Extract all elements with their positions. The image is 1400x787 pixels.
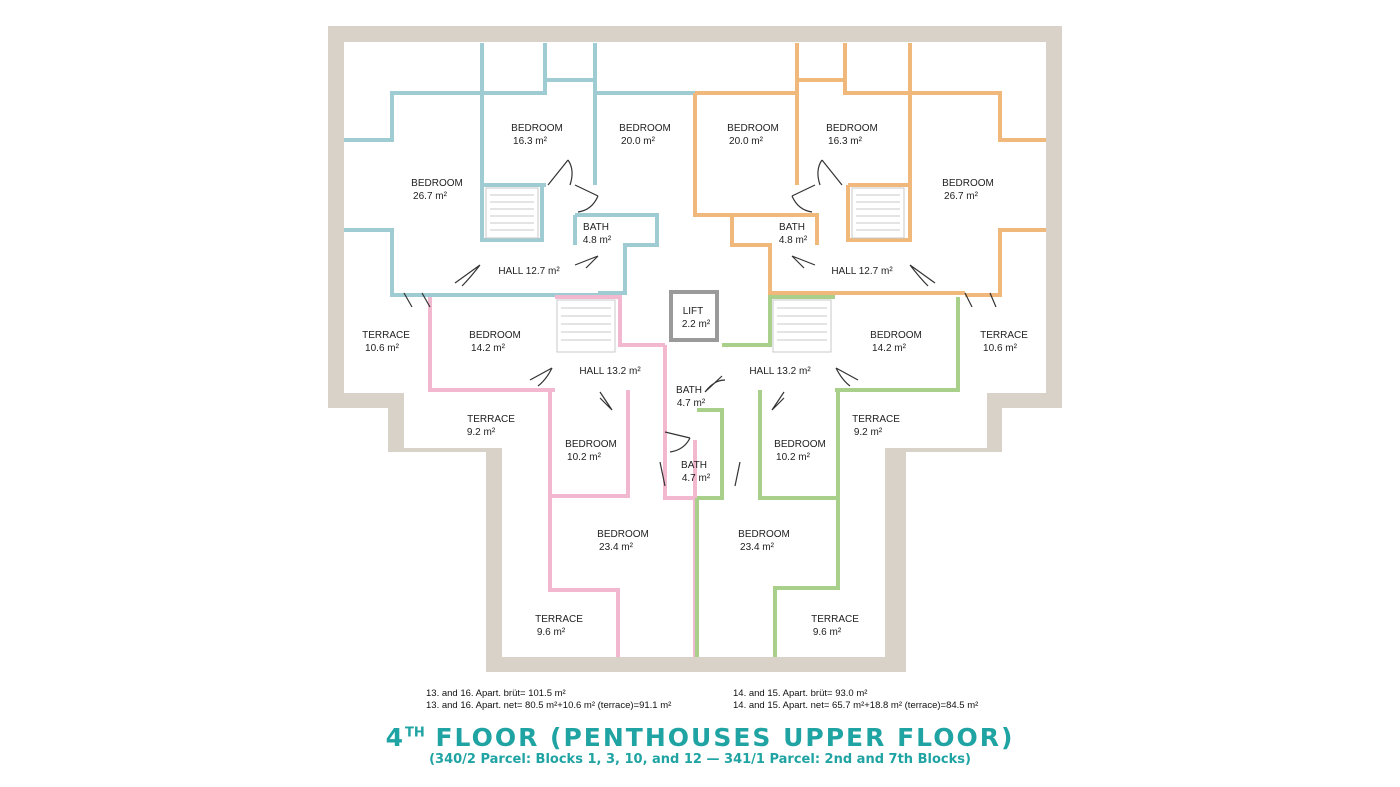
- stats-right-line2: 14. and 15. Apart. net= 65.7 m²+18.8 m² …: [733, 700, 979, 711]
- bed-ml-area: 14.2 m²: [471, 343, 506, 354]
- bath-c2-name: BATH: [681, 460, 707, 471]
- lift-shaft: [669, 290, 719, 342]
- bed-tr-mid-area: 16.3 m²: [828, 136, 863, 147]
- bed-sl-area: 10.2 m²: [567, 452, 602, 463]
- bed-tr-large-name: BEDROOM: [942, 178, 994, 189]
- page-subtitle: (340/2 Parcel: Blocks 1, 3, 10, and 12 —…: [429, 752, 971, 767]
- terrace-mr-area: 9.2 m²: [854, 427, 883, 438]
- bed-bl-area: 23.4 m²: [599, 542, 634, 553]
- title-sup: TH: [405, 725, 425, 741]
- door-swings: [403, 159, 997, 487]
- hall-ml-name: HALL 13.2 m²: [579, 366, 641, 377]
- bed-sl-name: BEDROOM: [565, 439, 617, 450]
- hall-tr-name: HALL 12.7 m²: [831, 266, 893, 277]
- bed-tl-mid-name: BEDROOM: [511, 123, 563, 134]
- page-title: 4TH FLOOR (PENTHOUSES UPPER FLOOR): [0, 723, 1400, 752]
- bed-tl-mid-area: 16.3 m²: [513, 136, 548, 147]
- bath-tr-area: 4.8 m²: [779, 235, 808, 246]
- bath-tl-area: 4.8 m²: [583, 235, 612, 246]
- stats-left-line1: 13. and 16. Apart. brüt= 101.5 m²: [426, 688, 566, 699]
- stats-left-line2: 13. and 16. Apart. net= 80.5 m²+10.6 m² …: [426, 700, 672, 711]
- bed-br-name: BEDROOM: [738, 529, 790, 540]
- bed-sr-name: BEDROOM: [774, 439, 826, 450]
- stats-right-line1: 14. and 15. Apart. brüt= 93.0 m²: [733, 688, 868, 699]
- terrace-l-name: TERRACE: [362, 330, 410, 341]
- terrace-l-area: 10.6 m²: [365, 343, 400, 354]
- bed-tr-inner-area: 20.0 m²: [729, 136, 764, 147]
- stats-left: 13. and 16. Apart. brüt= 101.5 m² 13. an…: [426, 688, 671, 712]
- terrace-bl-area: 9.6 m²: [537, 627, 566, 638]
- title-prefix: 4: [385, 723, 406, 752]
- terrace-br-area: 9.6 m²: [813, 627, 842, 638]
- lift-area: 2.2 m²: [682, 319, 711, 330]
- terrace-r-name: TERRACE: [980, 330, 1028, 341]
- hall-tl-name: HALL 12.7 m²: [498, 266, 560, 277]
- bed-tl-large-name: BEDROOM: [411, 178, 463, 189]
- room-labels: BEDROOM 26.7 m² BEDROOM 16.3 m² BEDROOM …: [362, 123, 1028, 638]
- bath-tr-name: BATH: [779, 222, 805, 233]
- bed-tl-inner-area: 20.0 m²: [621, 136, 656, 147]
- terrace-ml-name: TERRACE: [467, 414, 515, 425]
- terrace-r-area: 10.6 m²: [983, 343, 1018, 354]
- bed-tl-large-area: 26.7 m²: [413, 191, 448, 202]
- title-rest: FLOOR (PENTHOUSES UPPER FLOOR): [424, 723, 1015, 752]
- bed-ml-name: BEDROOM: [469, 330, 521, 341]
- bed-tr-mid-name: BEDROOM: [826, 123, 878, 134]
- unit-16-walls: [693, 43, 1046, 297]
- unit-13-walls: [344, 43, 695, 297]
- bath-tl-name: BATH: [583, 222, 609, 233]
- bed-mr-area: 14.2 m²: [872, 343, 907, 354]
- terrace-bl-name: TERRACE: [535, 614, 583, 625]
- lift-name: LIFT: [683, 306, 704, 317]
- terrace-mr-name: TERRACE: [852, 414, 900, 425]
- terrace-br-name: TERRACE: [811, 614, 859, 625]
- bed-tl-inner-name: BEDROOM: [619, 123, 671, 134]
- bed-br-area: 23.4 m²: [740, 542, 775, 553]
- bed-tr-large-area: 26.7 m²: [944, 191, 979, 202]
- bath-c1-name: BATH: [676, 385, 702, 396]
- terrace-ml-area: 9.2 m²: [467, 427, 496, 438]
- bed-sr-area: 10.2 m²: [776, 452, 811, 463]
- bath-c1-area: 4.7 m²: [677, 398, 706, 409]
- stats-right: 14. and 15. Apart. brüt= 93.0 m² 14. and…: [733, 688, 978, 712]
- bed-bl-name: BEDROOM: [597, 529, 649, 540]
- bed-mr-name: BEDROOM: [870, 330, 922, 341]
- bath-c2-area: 4.7 m²: [682, 473, 711, 484]
- unit-15-walls: [695, 295, 960, 657]
- bed-tr-inner-name: BEDROOM: [727, 123, 779, 134]
- hall-mr-name: HALL 13.2 m²: [749, 366, 811, 377]
- staircases: [485, 187, 905, 353]
